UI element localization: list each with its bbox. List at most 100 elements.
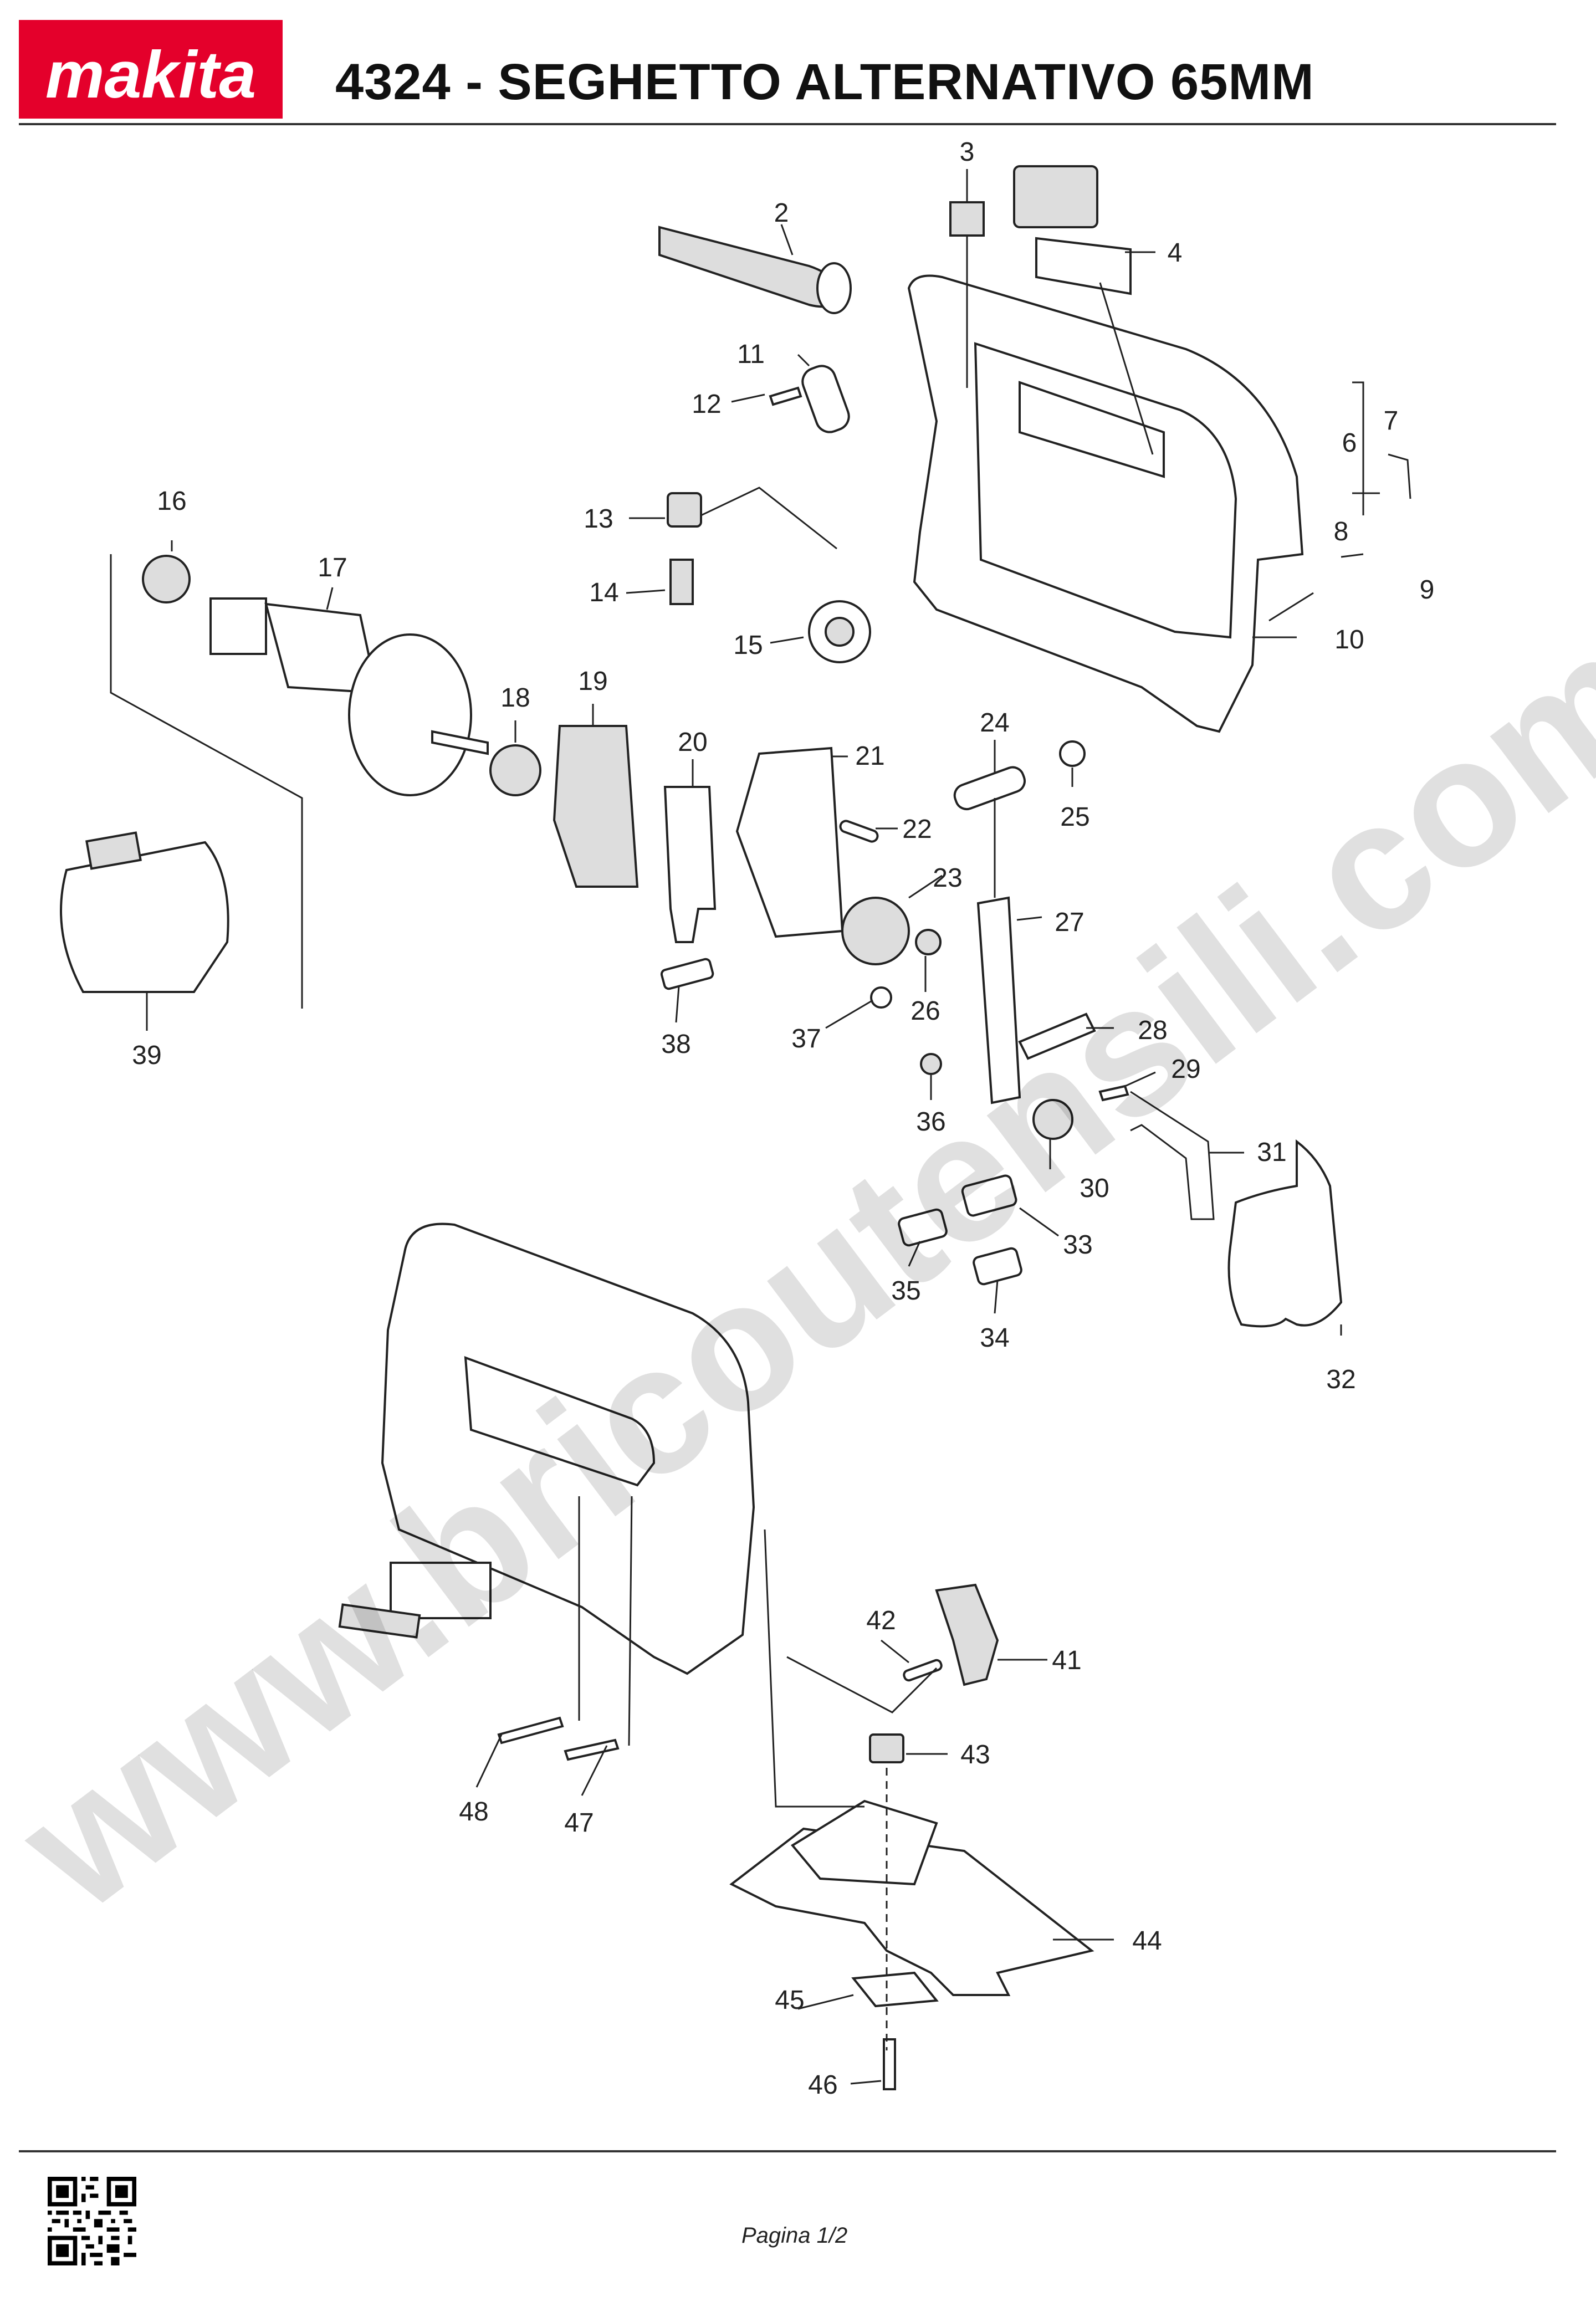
part-label: 18 xyxy=(500,683,530,713)
part-label: 7 xyxy=(1384,406,1399,436)
cord-guard xyxy=(658,226,852,314)
screw-48 xyxy=(497,1716,564,1745)
part-label: 16 xyxy=(157,487,186,516)
screw-36 xyxy=(920,1053,942,1075)
part-label: 4 xyxy=(1168,238,1183,268)
ball-bearing-18 xyxy=(489,744,541,796)
slider xyxy=(953,766,1026,811)
svg-text:makita: makita xyxy=(45,38,256,112)
part-label: 27 xyxy=(1055,908,1084,937)
part-label: 36 xyxy=(916,1107,945,1137)
slider-bar xyxy=(976,896,1021,1104)
tapping-screw xyxy=(769,386,802,406)
leader-lines xyxy=(110,169,1411,2085)
part-label: 25 xyxy=(1060,802,1089,832)
square-nut xyxy=(869,1733,904,1763)
housing-half xyxy=(907,274,1304,733)
part-label: 20 xyxy=(678,728,707,757)
part-label: 41 xyxy=(1052,1646,1081,1675)
part-label: 38 xyxy=(661,1030,690,1059)
part-label: 46 xyxy=(808,2070,837,2100)
logo-plate xyxy=(338,1603,421,1639)
carbon-brush xyxy=(669,559,694,605)
part-label: 33 xyxy=(1063,1230,1092,1260)
part-label: 11 xyxy=(737,340,765,369)
part-label: 35 xyxy=(891,1276,920,1306)
screw-29 xyxy=(1098,1085,1129,1102)
part-label: 31 xyxy=(1257,1138,1286,1167)
page-number: Pagina 1/2 xyxy=(741,2223,848,2248)
field-coil xyxy=(60,831,229,993)
ball-bearing-16 xyxy=(142,555,191,603)
makita-logo-wordmark: makita xyxy=(45,38,256,112)
lever-41 xyxy=(935,1583,999,1686)
screw-47 xyxy=(564,1738,620,1761)
part-label: 15 xyxy=(733,631,763,660)
part-label: 17 xyxy=(318,553,347,582)
part-label: 21 xyxy=(855,741,884,771)
part-label: 32 xyxy=(1326,1365,1355,1394)
part-label: 26 xyxy=(910,996,940,1026)
part-label: 10 xyxy=(1334,625,1364,654)
ring-26 xyxy=(915,929,942,955)
rod-guide xyxy=(1018,1012,1096,1060)
switch xyxy=(1013,165,1132,295)
part-label: 9 xyxy=(1420,575,1435,605)
bearing-box xyxy=(553,725,639,888)
part-label: 43 xyxy=(960,1740,990,1769)
part-label: 45 xyxy=(775,1986,804,2015)
qr-code-icon xyxy=(48,2177,136,2265)
header-divider xyxy=(19,123,1556,125)
part-label: 2 xyxy=(774,198,789,228)
plate xyxy=(663,786,717,943)
part-label: 30 xyxy=(1080,1174,1109,1203)
part-label: 44 xyxy=(1132,1926,1162,1956)
speed-control xyxy=(808,600,871,663)
part-label: 39 xyxy=(132,1041,161,1070)
pin-22 xyxy=(839,820,879,843)
guide-plate xyxy=(735,746,844,938)
armature xyxy=(209,597,489,796)
connector xyxy=(949,201,985,237)
part-label: 13 xyxy=(584,504,613,534)
name-plate xyxy=(390,1562,492,1619)
lever-spring xyxy=(1130,1091,1215,1220)
blade-holder xyxy=(1032,1099,1073,1140)
part-label: 37 xyxy=(791,1024,821,1053)
part-label: 34 xyxy=(980,1323,1009,1353)
part-label: 28 xyxy=(1138,1016,1167,1045)
part-label: 19 xyxy=(578,667,607,696)
ring-25 xyxy=(1059,740,1086,767)
cord-clamp xyxy=(801,365,850,433)
part-label: 8 xyxy=(1334,517,1349,546)
pad-33 xyxy=(961,1174,1017,1217)
exploded-parts-diagram: 2 3 4 6 7 8 9 10 11 12 13 14 15 16 17 18… xyxy=(60,137,1434,2100)
makita-logo: makita xyxy=(19,20,283,119)
part-label: 3 xyxy=(960,137,975,167)
page-title: 4324 - SEGHETTO ALTERNATIVO 65MM xyxy=(335,54,1314,110)
part-label: 24 xyxy=(980,708,1009,738)
part-label: 47 xyxy=(564,1808,594,1838)
brush-holder-cap xyxy=(667,492,702,528)
pad-34 xyxy=(973,1247,1022,1286)
part-label: 29 xyxy=(1171,1055,1200,1084)
part-label: 23 xyxy=(933,863,962,893)
part-label: 48 xyxy=(459,1797,488,1827)
part-label: 6 xyxy=(1342,428,1357,458)
pad-35 xyxy=(898,1208,948,1247)
base xyxy=(729,1799,1094,1996)
chip-guard xyxy=(1227,1139,1343,1328)
part-label: 12 xyxy=(692,390,721,419)
part-label: 14 xyxy=(589,578,618,607)
screw-46 xyxy=(883,2038,896,2090)
ring-37 xyxy=(870,986,892,1009)
part-label: 42 xyxy=(866,1606,896,1635)
footer-divider xyxy=(19,2150,1556,2152)
pin-42 xyxy=(903,1659,943,1682)
part-label: 22 xyxy=(902,815,932,844)
insulation-plate xyxy=(660,958,714,990)
part-labels: 2 3 4 6 7 8 9 10 11 12 13 14 15 16 17 18… xyxy=(132,137,1434,2100)
housing-other-half xyxy=(381,1222,755,1675)
clamp-45 xyxy=(851,1971,939,2008)
spur-gear xyxy=(841,897,910,965)
